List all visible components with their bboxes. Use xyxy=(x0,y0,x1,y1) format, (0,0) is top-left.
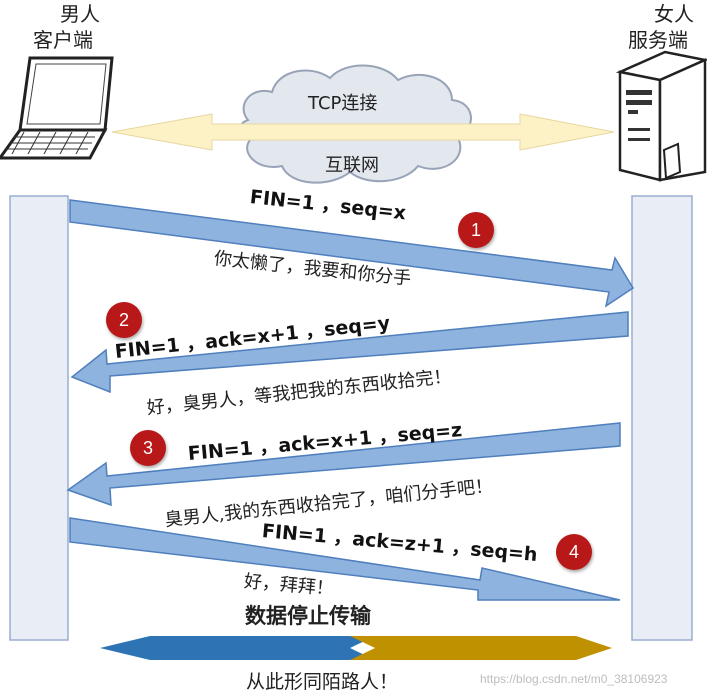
step3-badge: 3 xyxy=(130,430,166,466)
step1-badge: 1 xyxy=(458,212,494,248)
server-icon xyxy=(615,50,707,182)
client-lifeline xyxy=(9,195,69,641)
server-label-line2: 服务端 xyxy=(628,28,688,52)
server-label-line1: 女人 xyxy=(654,2,694,26)
step4-badge: 4 xyxy=(556,534,592,570)
footer-text: 从此形同陌路人！ xyxy=(246,671,399,693)
client-label-line2: 客户端 xyxy=(33,28,93,52)
tcp-connection-double-arrow xyxy=(111,113,615,151)
split-arrow-left xyxy=(100,636,375,660)
laptop-icon xyxy=(0,56,114,160)
server-lifeline xyxy=(631,195,693,641)
step2-badge: 2 xyxy=(106,302,142,338)
fin-arrow-3 xyxy=(66,422,621,507)
stop-transfer-title: 数据停止传输 xyxy=(245,604,371,628)
cloud-top-label: TCP连接 xyxy=(308,93,378,114)
watermark-text: https://blog.csdn.net/m0_38106923 xyxy=(480,672,668,686)
cloud-bottom-label: 互联网 xyxy=(325,155,379,176)
fin-arrow-1 xyxy=(69,199,635,308)
ack-arrow-2 xyxy=(70,311,629,394)
ack-arrow-4 xyxy=(69,517,621,601)
client-label-line1: 男人 xyxy=(60,2,100,26)
split-arrow-right xyxy=(350,636,612,660)
